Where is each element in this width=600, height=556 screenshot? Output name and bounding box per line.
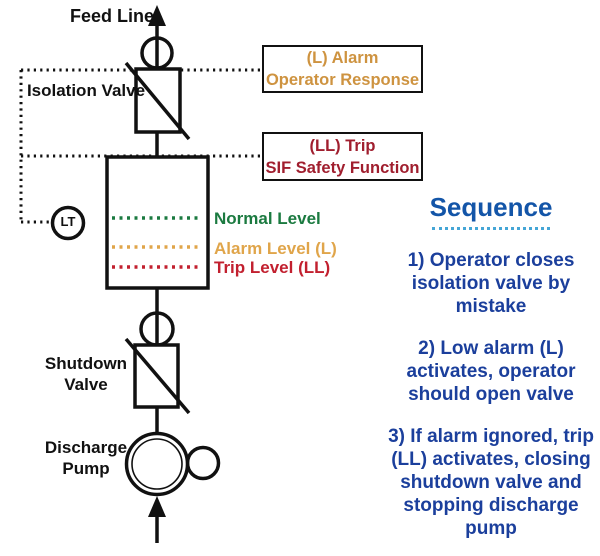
feed-line-arrowhead [148, 5, 166, 26]
sequence-step-3: 3) If alarm ignored, trip (LL) activates… [388, 426, 594, 539]
trip-callout-box: (LL) Trip SIF Safety Function [262, 132, 423, 181]
alarm-callout-line2: Operator Response [265, 71, 420, 89]
level-transmitter-label: LT [60, 214, 76, 229]
sequence-title-underline [432, 227, 550, 230]
feed-line-label: Feed Line [70, 6, 155, 26]
level-transmitter-circle [50, 205, 86, 241]
inlet-arrowhead [148, 496, 166, 517]
sequence-panel: Sequence 1) Operator closes isolation va… [388, 192, 594, 540]
trip-callout-line1: (LL) Trip [309, 136, 376, 155]
pump-outer-circle [124, 431, 190, 497]
shutdown-valve-diagonal [124, 337, 191, 415]
shutdown-valve-label: Shutdown Valve [44, 354, 128, 394]
trip-callout-line2: SIF Safety Function [265, 158, 420, 177]
pump-inner-circle [131, 438, 183, 490]
isolation-valve-diagonal [124, 61, 191, 141]
sequence-step-2: 2) Low alarm (L) activates, operator sho… [406, 338, 576, 405]
trip-level-label: Trip Level (LL) [214, 258, 331, 277]
alarm-callout-line1: (L) Alarm [306, 49, 379, 67]
discharge-pump-label: Discharge Pump [44, 438, 128, 478]
pump-casing-circle [185, 445, 221, 481]
sequence-title: Sequence [429, 192, 553, 222]
normal-level-label: Normal Level [214, 209, 321, 228]
isolation-valve-label: Isolation Valve [26, 81, 146, 100]
alarm-callout-box: (L) Alarm Operator Response [262, 45, 423, 93]
alarm-level-label: Alarm Level (L) [214, 239, 337, 258]
sequence-step-1: 1) Operator closes isolation valve by mi… [407, 250, 575, 317]
